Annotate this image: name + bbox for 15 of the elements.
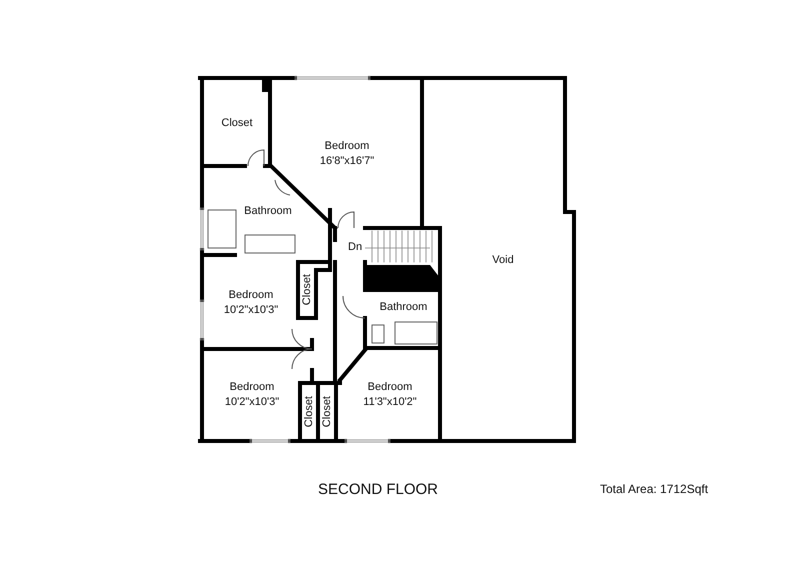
room-name: Bedroom: [368, 380, 412, 395]
room-name: Bedroom: [228, 288, 274, 303]
room-name: Void: [492, 252, 514, 268]
room-name: Bathroom: [380, 300, 428, 314]
room-name: Bathroom: [244, 204, 292, 218]
room-dimensions: 10'2"x10'3": [224, 303, 278, 318]
room-dimensions: 11'3"x10'2": [363, 395, 417, 410]
room-name: Closet: [221, 116, 253, 130]
room-name: Bedroom: [324, 139, 370, 154]
stair-label: Dn: [348, 241, 362, 253]
room-dimensions: 16'8"x16'7": [320, 154, 374, 169]
area-note: Total Area: 1712Sqft: [600, 482, 708, 496]
room-dimensions: 10'2"x10'3": [224, 395, 280, 410]
room-name: Bedroom: [230, 380, 274, 395]
floor-title: SECOND FLOOR: [318, 481, 438, 498]
